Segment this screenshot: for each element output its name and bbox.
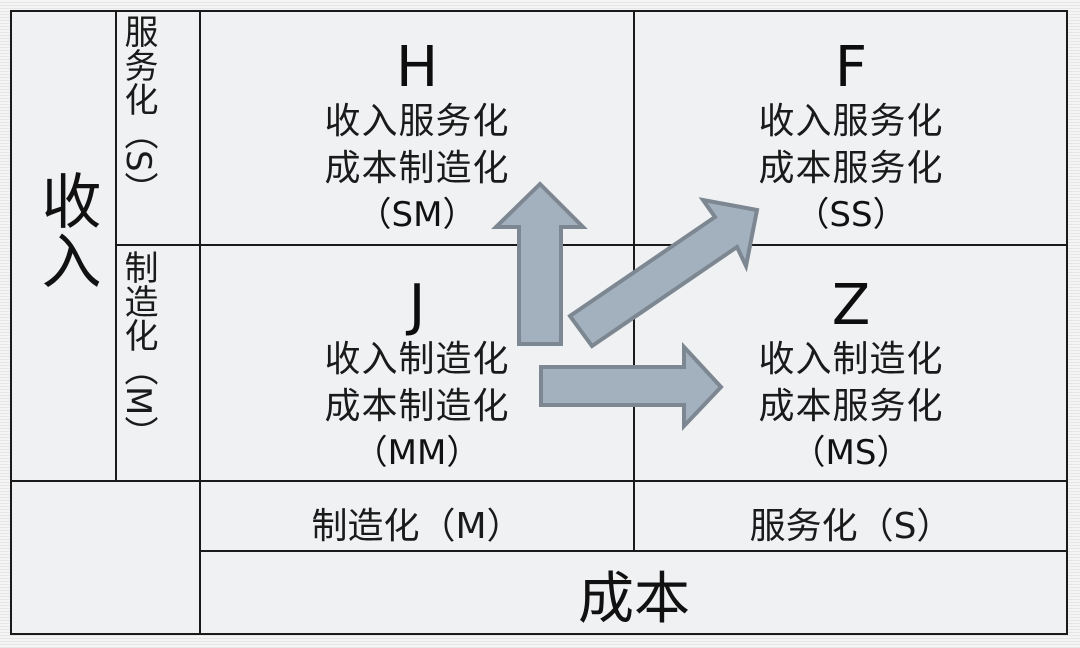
quadrant-cost-text: 成本制造化 <box>324 386 510 427</box>
quadrant-cost-text: 成本服务化 <box>758 148 944 189</box>
grid-line-cost-row <box>199 550 1068 552</box>
quadrant-cost-text: 成本服务化 <box>758 386 944 427</box>
quadrant-revenue-text: 收入制造化 <box>324 339 510 380</box>
quadrant-z: Z 收入制造化 成本服务化 （MS） <box>635 276 1067 476</box>
quadrant-f: F 收入服务化 成本服务化 （SS） <box>635 38 1067 238</box>
cost-service-label: 服务化（S） <box>749 506 953 547</box>
quadrant-letter: J <box>408 273 426 338</box>
grid-line-bottom-header <box>10 480 1068 482</box>
quadrant-revenue-text: 收入服务化 <box>758 101 944 142</box>
quadrant-j: J 收入制造化 成本制造化 （MM） <box>201 276 633 476</box>
quadrant-h: H 收入服务化 成本制造化 （SM） <box>201 38 633 238</box>
revenue-axis-label: 收入 <box>31 170 101 290</box>
quadrant-letter: F <box>834 35 868 100</box>
cost-manufacturing-label: 制造化（M） <box>311 506 523 547</box>
revenue-service-label: 服务化（S） <box>118 14 158 206</box>
grid-line-revenue-col <box>115 10 117 482</box>
grid-line-left-header <box>199 10 201 635</box>
revenue-manufacturing-label: 制造化（M） <box>118 250 158 450</box>
cost-axis-label: 成本 <box>578 567 690 632</box>
quadrant-code: （SM） <box>357 195 477 235</box>
quadrant-letter: H <box>395 35 439 100</box>
quadrant-cost-text: 成本制造化 <box>324 148 510 189</box>
quadrant-code: （MS） <box>791 433 911 473</box>
quadrant-revenue-text: 收入服务化 <box>324 101 510 142</box>
grid-line-middle <box>115 244 1068 246</box>
quadrant-revenue-text: 收入制造化 <box>758 339 944 380</box>
quadrant-code: （MM） <box>353 433 481 473</box>
quadrant-code: （SS） <box>795 195 907 235</box>
quadrant-letter: Z <box>831 273 871 338</box>
